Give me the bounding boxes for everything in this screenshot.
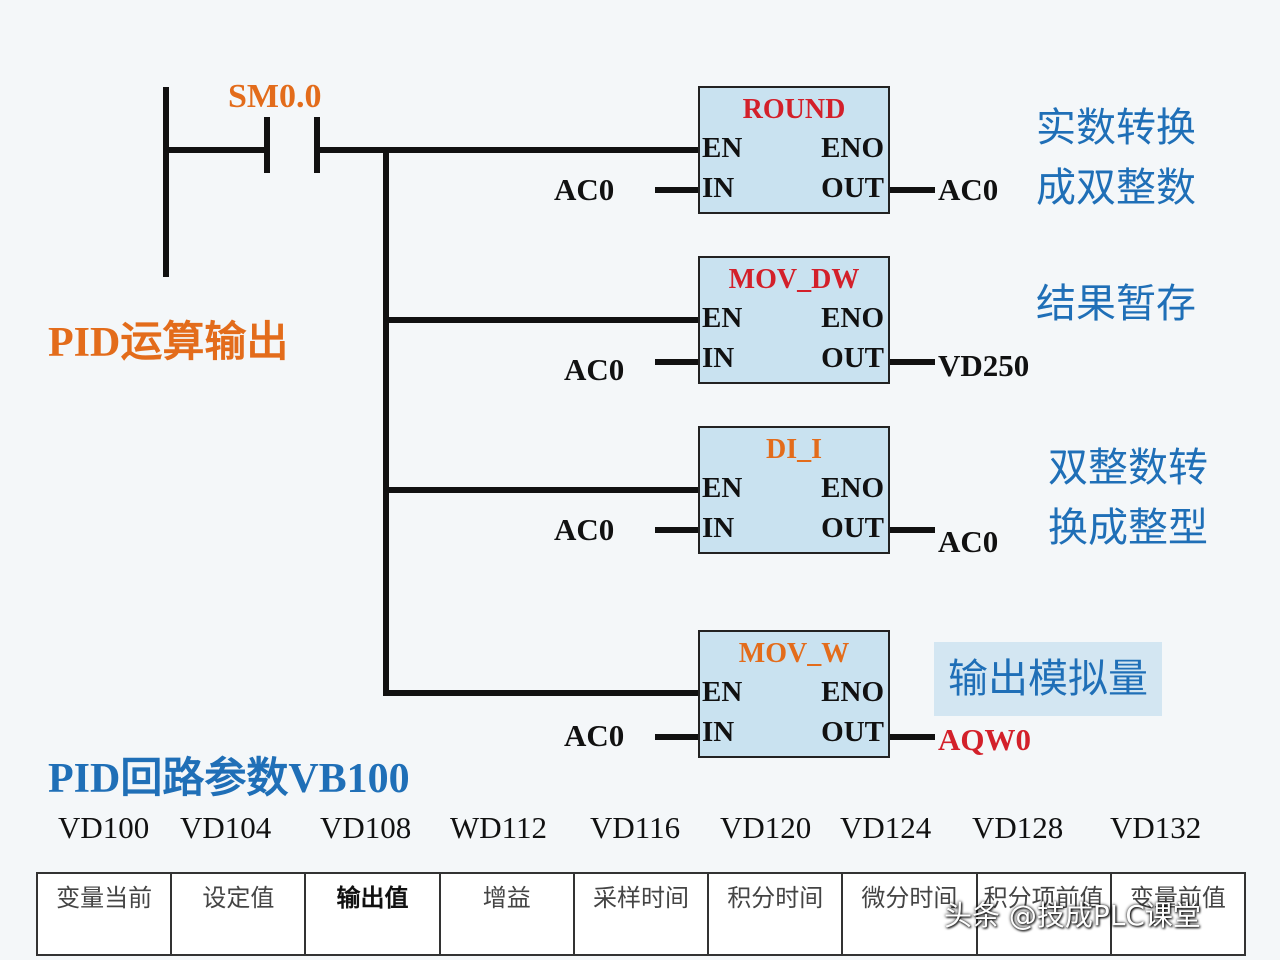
contact-label: SM0.0: [228, 78, 322, 115]
table-cell: 变量当前: [35, 872, 173, 956]
block-note: 结果暂存: [1036, 274, 1196, 334]
mov-w-block[interactable]: MOV_W EN ENO IN OUT: [698, 630, 890, 758]
note-line: 输出模拟量: [948, 656, 1148, 702]
table-row: 变量当前 设定值 输出值 增益 采样时间 积分时间 微分时间 积分项前值 变量前…: [35, 872, 1247, 956]
note-line: 实数转换: [1036, 105, 1196, 151]
address-label: VD124: [840, 810, 932, 845]
round-block[interactable]: ROUND EN ENO IN OUT: [698, 86, 890, 214]
note-line: 换成整型: [1048, 505, 1208, 551]
eno-pin: ENO: [821, 132, 884, 164]
out-pin: OUT: [821, 342, 884, 374]
table-cell: 积分时间: [707, 872, 844, 956]
address-label: VD128: [972, 810, 1064, 845]
in-pin: IN: [702, 716, 735, 748]
address-label: VD108: [320, 810, 412, 845]
block-name: DI_I: [765, 434, 822, 465]
mov-dw-block[interactable]: MOV_DW EN ENO IN OUT: [698, 256, 890, 384]
address-label: WD112: [450, 810, 547, 845]
di-i-block[interactable]: DI_I EN ENO IN OUT: [698, 426, 890, 554]
en-pin: EN: [702, 472, 743, 504]
note-line: 成双整数: [1036, 165, 1196, 211]
input-operand: AC0: [564, 718, 625, 753]
table-cell: 积分项前值: [975, 872, 1112, 956]
output-operand: AC0: [938, 172, 999, 207]
block-note: 实数转换 成双整数: [1036, 98, 1196, 218]
note-line: 双整数转: [1048, 445, 1208, 491]
pid-params-title: PID回路参数VB100: [48, 756, 410, 802]
en-pin: EN: [702, 302, 743, 334]
address-label: VD104: [180, 810, 272, 845]
in-pin: IN: [702, 342, 735, 374]
watermark: 头条 @技成PLC课堂: [944, 899, 1201, 932]
block-note: 输出模拟量: [934, 642, 1162, 716]
output-operand: AQW0: [938, 722, 1031, 757]
in-pin: IN: [702, 512, 735, 544]
table-cell: 采样时间: [572, 872, 710, 956]
eno-pin: ENO: [821, 302, 884, 334]
address-label: VD116: [590, 810, 681, 845]
output-operand: AC0: [938, 524, 999, 559]
input-operand: AC0: [554, 172, 615, 207]
in-pin: IN: [702, 172, 735, 204]
table-cell: 增益: [438, 872, 575, 956]
input-operand: AC0: [554, 512, 615, 547]
out-pin: OUT: [821, 172, 884, 204]
pid-params-table: 变量当前 设定值 输出值 增益 采样时间 积分时间 微分时间 积分项前值 变量前…: [35, 872, 1247, 956]
table-cell: 输出值: [304, 872, 441, 956]
address-label: VD132: [1110, 810, 1202, 845]
out-pin: OUT: [821, 512, 884, 544]
block-note: 双整数转 换成整型: [1048, 438, 1208, 558]
rung-title: PID运算输出: [48, 320, 289, 366]
address-label: VD120: [720, 810, 812, 845]
note-line: 结果暂存: [1036, 281, 1196, 327]
output-operand: VD250: [938, 348, 1030, 383]
table-cell: 变量前值: [1109, 872, 1247, 956]
block-name: MOV_W: [738, 638, 850, 669]
eno-pin: ENO: [821, 676, 884, 708]
en-pin: EN: [702, 676, 743, 708]
table-cell: 微分时间: [841, 872, 978, 956]
block-name: MOV_DW: [728, 264, 860, 295]
address-label: VD100: [58, 810, 150, 845]
out-pin: OUT: [821, 716, 884, 748]
eno-pin: ENO: [821, 472, 884, 504]
en-pin: EN: [702, 132, 743, 164]
input-operand: AC0: [564, 352, 625, 387]
block-name: ROUND: [742, 94, 846, 125]
table-cell: 设定值: [170, 872, 307, 956]
